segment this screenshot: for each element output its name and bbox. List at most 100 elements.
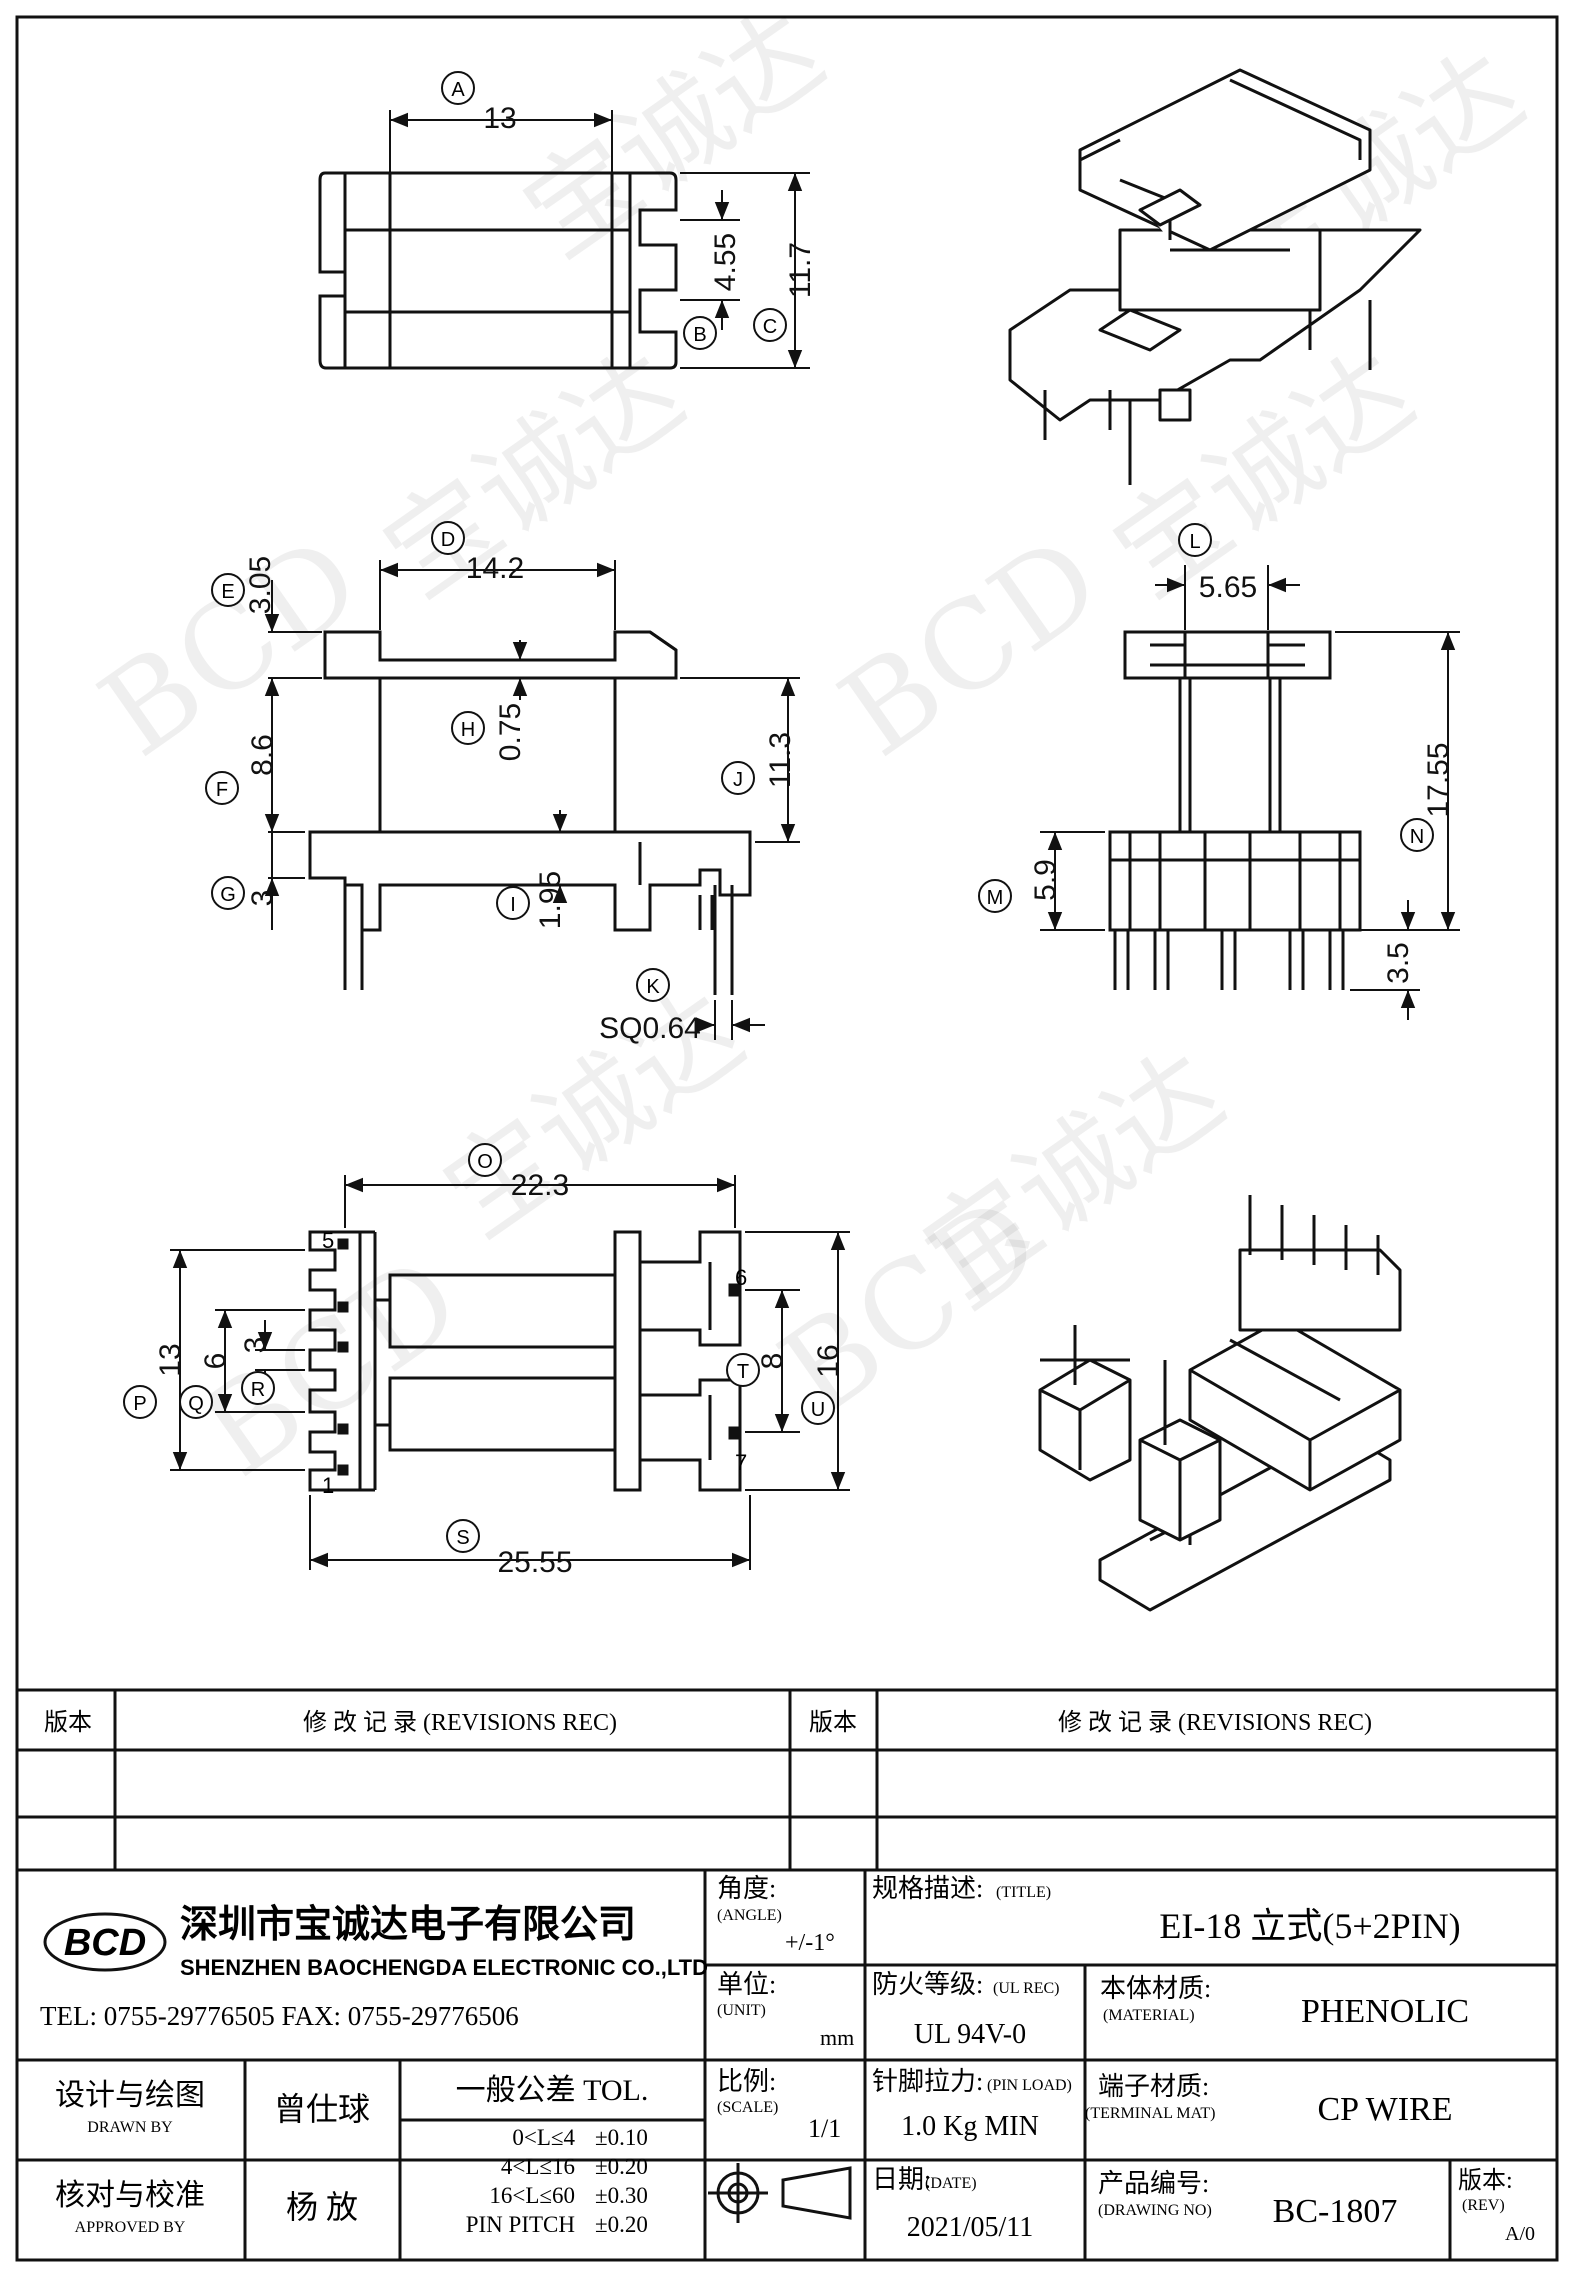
tolerance-range: PIN PITCH [466,2212,575,2237]
sheet-border [15,15,1559,2262]
rev-header-mid: 修 改 记 录 (REVISIONS REC) [303,1709,617,1736]
label-G: G [220,884,236,906]
material-value: PHENOLIC [1301,1993,1469,2030]
label-H-circle [451,711,485,745]
label-G-circle [211,876,245,910]
title-label-en: (TITLE) [996,1884,1051,1901]
title-value: EI-18 立式(5+2PIN) [1159,1906,1460,1946]
date-label: 日期: [872,2165,931,2194]
dim-P: 13 [154,1343,187,1376]
label-D-circle [431,521,465,555]
tolerance-range: 4<L≤16 [501,2154,575,2179]
label-J-circle [721,761,755,795]
material-label: 本体材质: [1100,1974,1211,2003]
label-C-circle [753,308,787,342]
label-P: P [133,1393,146,1415]
approved-by-label-en: APPROVED BY [75,2219,186,2236]
label-K-circle [636,968,670,1002]
label-F: F [216,779,228,801]
unit-label-en: (UNIT) [717,2002,766,2019]
dim-O: 22.3 [511,1169,569,1202]
terminal-value: CP WIRE [1317,2091,1452,2128]
top-view [318,171,678,370]
terminal-label-en: (TERMINAL MAT) [1085,2105,1216,2122]
company-contact: TEL: 0755-29776505 FAX: 0755-29776506 [40,2001,519,2031]
angle-value: +/-1° [785,1930,835,1956]
label-U: U [811,1399,825,1421]
angle-label-en: (ANGLE) [717,1907,782,1924]
label-I: I [510,894,516,916]
ul-value: UL 94V-0 [914,2019,1026,2050]
date-value: 2021/05/11 [907,2212,1034,2243]
scale-label-en: (SCALE) [717,2099,778,2116]
side-view-dimensions [1040,565,1460,1020]
rev-header-left: 版本 [44,1709,92,1736]
drawn-by-label-en: DRAWN BY [87,2119,173,2136]
label-N: N [1410,826,1424,848]
ul-label-en: (UL REC) [993,1980,1060,1997]
tolerance-value: ±0.20 [595,2154,648,2179]
title-block-grid [17,1688,1557,2260]
dim-J: 11.3 [764,732,797,788]
label-A-circle [441,71,475,105]
svg-text:宝诚达: 宝诚达 [361,327,705,621]
label-L-circle [1178,523,1212,557]
tolerance-value: ±0.30 [595,2183,648,2208]
dim-F: 8.6 [246,734,279,776]
rev-label-en: (REV) [1462,2197,1505,2214]
unit-value: mm [820,2025,854,2050]
drawing-no-label-en: (DRAWING NO) [1098,2202,1212,2219]
label-P-circle [123,1385,157,1419]
projection-symbol [708,2163,852,2223]
label-T: T [737,1361,749,1383]
rev-label: 版本: [1458,2167,1513,2194]
approved-by-label: 核对与校准 [55,2179,205,2212]
svg-text:BCD: BCD [817,510,1125,784]
date-label-en: (DATE) [925,2175,977,2192]
tolerance-range: 0<L≤4 [512,2125,575,2150]
rev-header-mid2: 修 改 记 录 (REVISIONS REC) [1058,1709,1372,1736]
isometric-view-bottom [1038,1195,1402,1612]
label-M-circle [978,879,1012,913]
dim-N: 17.55 [1422,742,1455,817]
drawing-no-value: BC-1807 [1273,2193,1398,2230]
front-view-dimensions [264,560,800,1040]
label-Q-circle [179,1385,213,1419]
dim-N2: 3.5 [1382,942,1415,984]
label-C: C [763,316,777,338]
bottom-view [308,1230,742,1492]
label-B-circle [683,316,717,350]
ul-label: 防火等级: [872,1970,983,1999]
dim-C: 11.7 [784,242,817,298]
approved-by-name: 杨 放 [286,2189,358,2225]
drawing-no-label: 产品编号: [1098,2169,1209,2198]
dim-Q: 6 [199,1353,232,1370]
label-L: L [1189,531,1200,553]
pinload-value: 1.0 Kg MIN [901,2111,1039,2142]
label-U-circle [801,1391,835,1425]
label-O-circle [468,1143,502,1177]
label-I-circle [496,886,530,920]
label-N-circle [1400,818,1434,852]
pin-7: 7 [735,1450,747,1475]
label-T-circle [726,1353,760,1387]
company-logo: BCD [43,1912,167,1972]
label-Q: Q [188,1393,204,1415]
scale-value: 1/1 [808,2114,841,2143]
label-J: J [733,769,743,791]
label-A: A [451,79,465,101]
label-R-circle [241,1371,275,1405]
side-view [1108,630,1362,990]
rev-header-right: 版本 [809,1709,857,1736]
unit-label: 单位: [717,1970,776,1999]
svg-text:宝诚达: 宝诚达 [421,967,765,1261]
label-S-circle [446,1519,480,1553]
drawn-by-label: 设计与绘图 [55,2079,205,2112]
title-label: 规格描述: [872,1874,983,1903]
pinload-label: 针脚拉力: [872,2067,983,2096]
material-label-en: (MATERIAL) [1103,2007,1195,2024]
label-S: S [456,1527,469,1549]
label-K: K [646,976,660,998]
